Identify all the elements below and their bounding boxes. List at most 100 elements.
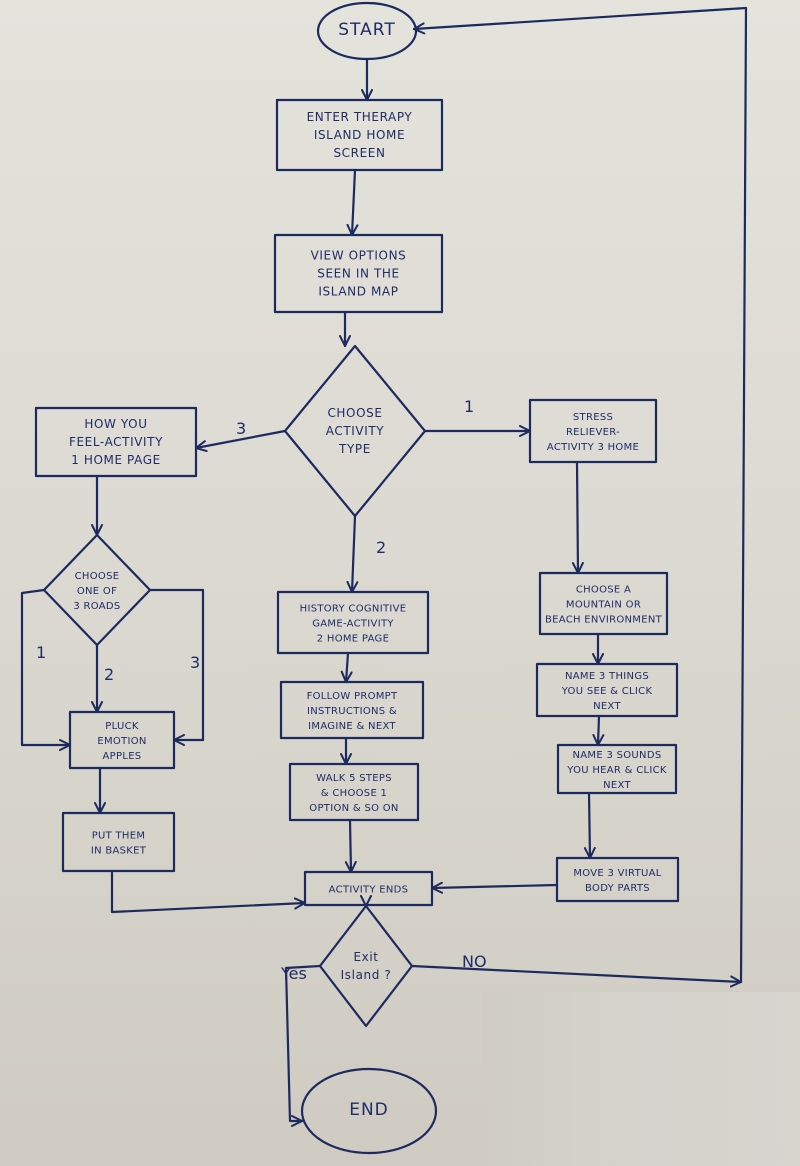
terminal-shape — [316, 1, 418, 61]
node-start: START — [316, 1, 418, 61]
node-label-line: START — [338, 20, 395, 40]
edge-put-basket-to-activity-ends — [110, 869, 305, 914]
node-activity-ends: ACTIVITY ENDS — [303, 870, 434, 907]
node-label-line: EMOTION — [97, 736, 146, 747]
decision-shape — [42, 533, 152, 647]
node-label-line: WALK 5 STEPS — [316, 773, 392, 784]
node-label-line: STRESS — [573, 412, 613, 423]
node-label-line: YOU SEE & CLICK — [561, 686, 653, 697]
edge-name-things-to-name-sounds — [598, 714, 599, 745]
node-label-line: NEXT — [603, 780, 631, 791]
node-label-line: ACTIVITY ENDS — [329, 885, 409, 896]
node-label-line: MOVE 3 VIRTUAL — [573, 868, 661, 879]
node-label-line: NEXT — [593, 701, 621, 712]
terminal-shape — [300, 1067, 438, 1155]
edge-label: Yes — [280, 964, 307, 983]
edge-label: 2 — [376, 538, 386, 557]
node-choose-road: CHOOSE ONE OF 3 ROADS — [42, 533, 152, 647]
node-end: END — [300, 1067, 438, 1155]
node-label-line: & CHOOSE 1 — [321, 788, 387, 799]
edge-enter-home-to-view-options — [352, 168, 355, 235]
decision-shape — [318, 904, 414, 1028]
node-label-line: ACTIVITY 3 HOME — [547, 442, 639, 453]
node-label-line: CHOOSE — [75, 571, 120, 582]
edge-name-sounds-to-move-body — [589, 791, 590, 860]
process-shape — [556, 743, 678, 795]
node-label-line: HISTORY COGNITIVE — [300, 604, 407, 615]
node-label-line: 3 ROADS — [73, 601, 120, 612]
node-name-sounds: NAME 3 SOUNDS YOU HEAR & CLICK NEXT — [556, 743, 678, 795]
node-label-line: IN BASKET — [91, 846, 147, 857]
node-how-you-feel: HOW YOU FEEL-ACTIVITY 1 HOME PAGE — [34, 406, 198, 478]
node-name-things: NAME 3 THINGS YOU SEE & CLICK NEXT — [535, 662, 679, 718]
process-shape — [535, 662, 679, 718]
node-label-line: NAME 3 SOUNDS — [573, 750, 662, 761]
node-label-line: VIEW OPTIONS — [311, 249, 407, 263]
node-pluck-apples: PLUCK EMOTION APPLES — [68, 710, 176, 770]
process-shape — [555, 856, 680, 903]
edge-label: NO — [462, 952, 487, 971]
node-label-line: FOLLOW PROMPT — [307, 691, 398, 702]
node-label-line: ISLAND HOME — [314, 128, 405, 142]
node-walk-steps: WALK 5 STEPS & CHOOSE 1 OPTION & SO ON — [288, 762, 420, 822]
edge-stress-reliever-to-choose-env — [577, 460, 578, 575]
node-label-line: 1 HOME PAGE — [71, 453, 161, 467]
node-label-line: Island ? — [341, 968, 392, 982]
edge-exit-island-to-start — [410, 964, 741, 982]
node-label-line: OPTION & SO ON — [309, 803, 398, 814]
node-history-game: HISTORY COGNITIVE GAME-ACTIVITY 2 HOME PAG… — [276, 590, 430, 655]
node-label-line: RELIEVER- — [566, 427, 620, 438]
node-label-line: CHOOSE — [327, 406, 382, 420]
node-label-line: NAME 3 THINGS — [565, 671, 649, 682]
node-label-line: GAME-ACTIVITY — [312, 619, 394, 630]
edge-choose-activity-to-history-game — [352, 514, 355, 592]
node-label-line: CHOOSE A — [576, 585, 631, 596]
node-label-line: END — [349, 1100, 389, 1120]
edge-move-body-to-activity-ends — [432, 885, 559, 888]
process-shape — [276, 590, 430, 655]
node-label-line: ONE OF — [77, 586, 117, 597]
node-label-line: ACTIVITY — [326, 424, 385, 438]
node-label-line: HOW YOU — [84, 417, 147, 431]
process-shape — [288, 762, 420, 822]
process-shape — [68, 710, 176, 770]
process-shape — [61, 811, 176, 873]
edge-choose-road-to-pluck-apples — [20, 588, 72, 745]
node-label-line: PLUCK — [105, 721, 139, 732]
node-label-line: APPLES — [103, 751, 142, 762]
node-label-line: ENTER THERAPY — [307, 110, 413, 124]
process-shape — [303, 870, 434, 907]
node-label-line: 2 HOME PAGE — [317, 634, 389, 645]
node-label-line: INSTRUCTIONS & — [307, 706, 397, 717]
decision-shape — [283, 344, 427, 518]
edge-label: 1 — [464, 397, 474, 416]
edge-label: 3 — [236, 419, 246, 438]
node-label-line: YOU HEAR & CLICK — [566, 765, 667, 776]
process-shape — [34, 406, 198, 478]
node-label-line: MOUNTAIN OR — [566, 600, 641, 611]
node-label-line: SCREEN — [333, 146, 385, 160]
edge-choose-road-to-pluck-apples — [148, 588, 205, 740]
process-shape — [279, 680, 425, 740]
node-stress-reliever: STRESS RELIEVER- ACTIVITY 3 HOME — [528, 398, 658, 464]
node-enter-home: ENTER THERAPY ISLAND HOME SCREEN — [275, 98, 444, 172]
node-label-line: Exit — [353, 950, 378, 964]
edge-label: 3 — [190, 653, 200, 672]
process-shape — [275, 98, 444, 172]
edge-walk-steps-to-activity-ends — [350, 818, 351, 872]
node-label-line: ISLAND MAP — [318, 285, 398, 299]
node-label-line: FEEL-ACTIVITY — [69, 435, 163, 449]
process-shape — [538, 571, 669, 636]
edge-label: 1 — [36, 643, 46, 662]
paper-patch — [483, 992, 800, 1166]
edge-choose-activity-to-how-you-feel — [196, 429, 287, 448]
edge-loop-back-to-start — [414, 6, 748, 984]
